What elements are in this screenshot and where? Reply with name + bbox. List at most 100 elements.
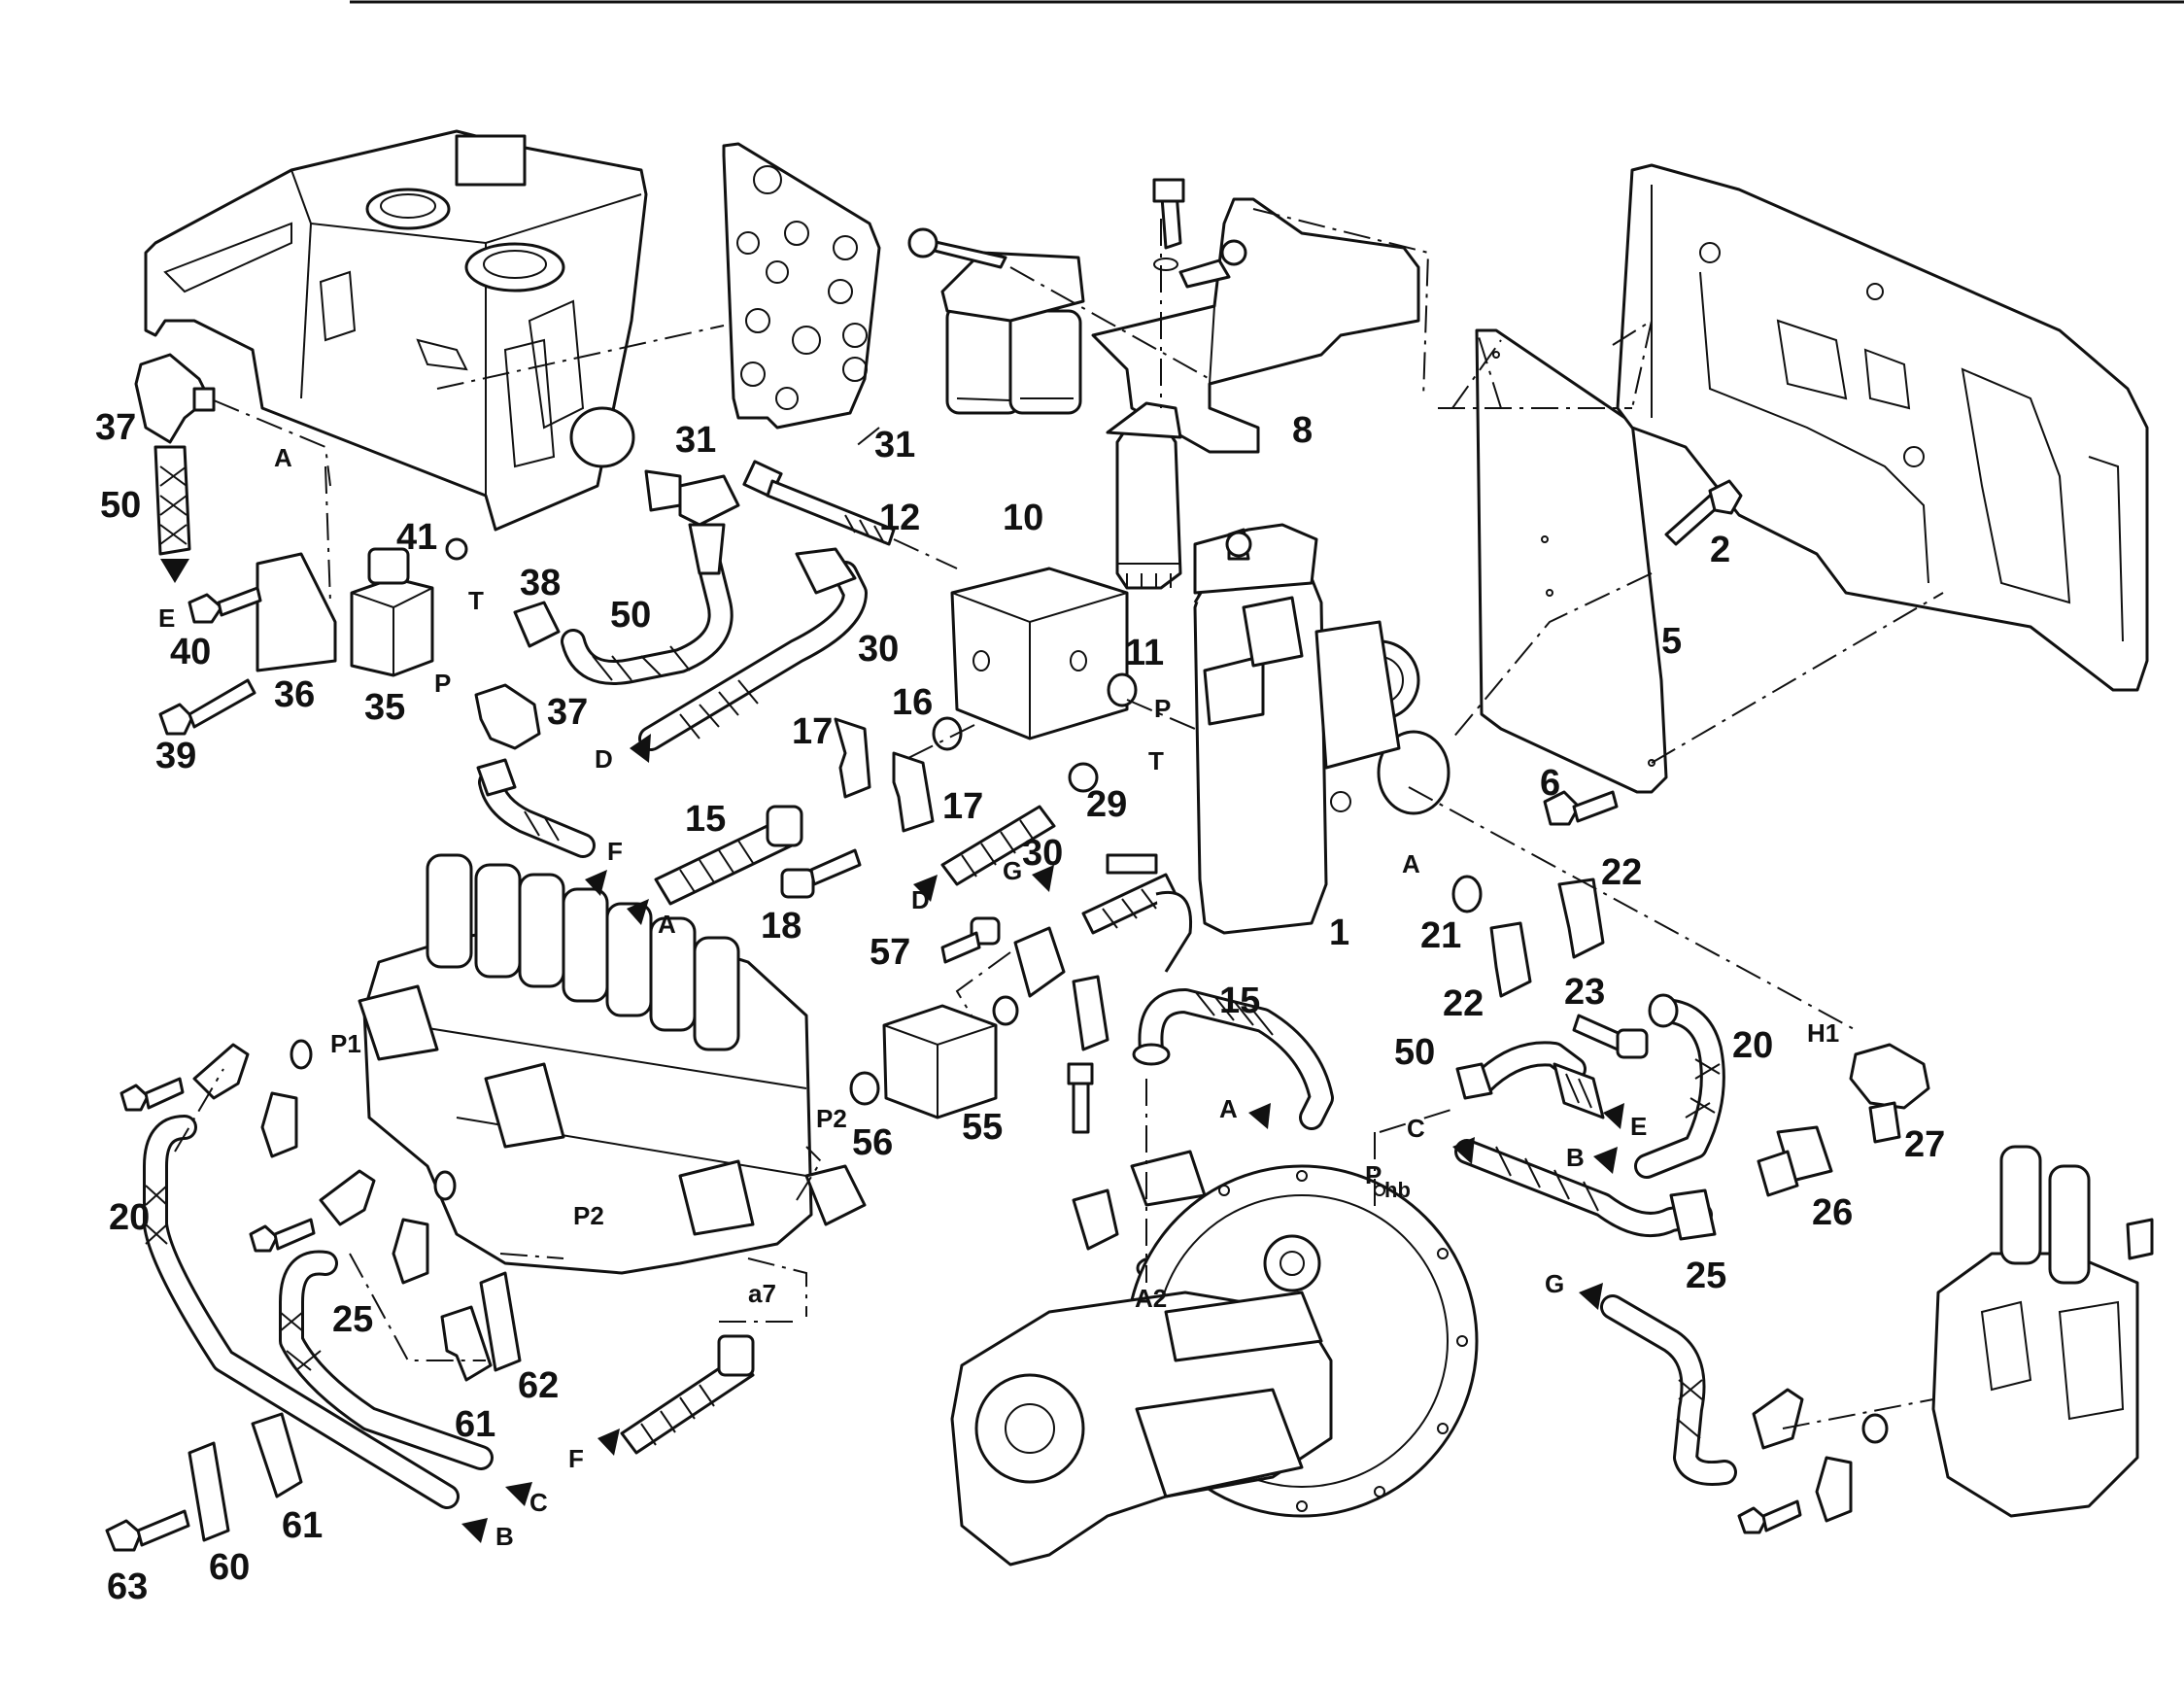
port-b-right: B — [1566, 1143, 1585, 1172]
bolt-57 — [940, 916, 1001, 964]
port-letters: A E T P D F A P T D G A H1 E B C A P hb … — [158, 443, 1839, 1551]
callout-12: 12 — [879, 498, 920, 538]
hose-30a — [638, 547, 868, 751]
arrow-e2 — [1603, 1103, 1624, 1129]
port-a7: a7 — [748, 1279, 776, 1308]
callout-38: 38 — [520, 563, 561, 603]
control-valve-block — [1193, 523, 1450, 935]
arrow-a4 — [1248, 1103, 1271, 1129]
clamp-group-a2 — [1067, 1062, 1207, 1280]
callout-26: 26 — [1812, 1192, 1853, 1233]
clamp-group-center — [992, 853, 1193, 1051]
callout-22-top: 22 — [1601, 852, 1642, 893]
bolt-63 — [105, 1509, 190, 1552]
callout-63: 63 — [107, 1566, 148, 1607]
filter-cartridge — [1106, 401, 1182, 590]
washer-21 — [1451, 875, 1483, 913]
bolt-39 — [158, 678, 256, 736]
bolt-18 — [780, 848, 862, 899]
port-p2-right: P2 — [816, 1104, 847, 1133]
port-g-right: G — [1545, 1269, 1564, 1298]
port-a2: A2 — [1135, 1284, 1167, 1313]
elbow-fitting-37b — [474, 683, 541, 750]
hose-f-upper — [476, 758, 596, 858]
arrow-a1 — [627, 899, 649, 925]
hose-f-lower — [620, 1334, 755, 1455]
callout-25-left: 25 — [332, 1299, 373, 1340]
callout-25-right: 25 — [1686, 1256, 1726, 1296]
clamp-61a — [440, 1305, 493, 1382]
port-a-top: A — [274, 443, 292, 472]
arrow-c2 — [505, 1482, 532, 1506]
callout-5: 5 — [1661, 621, 1682, 662]
port-e-top: E — [158, 603, 175, 633]
leader-lines — [174, 208, 1944, 1429]
flange-clamp-p1 — [119, 1039, 313, 1158]
clamp-22a — [1557, 878, 1605, 959]
callout-18: 18 — [761, 906, 802, 947]
callout-60: 60 — [209, 1547, 250, 1588]
callout-27: 27 — [1904, 1124, 1945, 1165]
port-t-left: T — [468, 586, 484, 615]
port-h1: H1 — [1807, 1018, 1839, 1048]
port-c-bottom: C — [529, 1488, 548, 1517]
bolt-6 — [1543, 790, 1619, 826]
port-b-bottom: B — [495, 1522, 514, 1551]
clamp-62 — [479, 1271, 522, 1372]
callout-61-right: 61 — [455, 1404, 495, 1445]
callout-6: 6 — [1540, 763, 1560, 804]
callout-21: 21 — [1420, 915, 1461, 956]
callout-39: 39 — [155, 736, 196, 776]
callout-10: 10 — [1003, 498, 1043, 538]
callout-30-bottom: 30 — [1022, 833, 1063, 874]
port-f-top: F — [607, 837, 623, 866]
callout-17-bottom: 17 — [942, 786, 983, 827]
clamp-group-right — [1737, 1388, 1889, 1534]
callout-56: 56 — [852, 1122, 893, 1163]
bolt-2 — [1664, 479, 1743, 546]
cover-plate — [1475, 328, 1668, 794]
hose-50a — [154, 445, 191, 556]
hose-20a — [1634, 993, 1725, 1179]
callout-11: 11 — [1125, 633, 1164, 673]
callout-1: 1 — [1329, 912, 1349, 953]
port-a-valve: A — [1402, 849, 1420, 878]
callout-17-top: 17 — [792, 711, 833, 752]
hose-15b — [1132, 988, 1334, 1130]
callout-62: 62 — [518, 1365, 559, 1406]
callout-55: 55 — [962, 1107, 1003, 1148]
callout-15-center: 15 — [1219, 981, 1260, 1021]
hose-g-right — [1600, 1294, 1737, 1486]
callout-41: 41 — [396, 517, 437, 558]
arrow-d1 — [630, 734, 651, 763]
callout-50-top: 50 — [100, 485, 141, 526]
arrow-g1 — [1032, 865, 1054, 892]
callout-31-left: 31 — [675, 420, 716, 461]
hose-25a — [1454, 1139, 1717, 1241]
washer-11 — [1107, 672, 1138, 707]
arrow-f1 — [585, 870, 607, 896]
callout-37-center: 37 — [547, 692, 588, 733]
callout-61-left: 61 — [282, 1505, 323, 1546]
port-a-valve-bank: A — [658, 910, 676, 939]
port-p2-bottom: P2 — [573, 1201, 604, 1230]
port-g-center: G — [1003, 856, 1022, 885]
block-55 — [882, 1004, 998, 1119]
arrow-g2 — [1579, 1283, 1603, 1310]
callout-31-right: 31 — [874, 425, 915, 465]
callout-20-left: 20 — [109, 1197, 150, 1238]
arrow-b2 — [461, 1518, 488, 1543]
hydraulic-tank-frame — [144, 129, 648, 532]
clamp-17a — [834, 717, 871, 799]
washer-56 — [849, 1071, 880, 1106]
manifold-block — [256, 537, 468, 677]
chassis-housing — [1616, 163, 2149, 692]
callout-16: 16 — [892, 682, 933, 723]
callout-2: 2 — [1710, 530, 1730, 570]
flow-arrows — [160, 559, 1624, 1543]
arrow-d2 — [913, 875, 938, 902]
clamp-22b — [1489, 921, 1532, 998]
callout-22-bottom: 22 — [1443, 983, 1484, 1024]
arrow-e1 — [160, 559, 189, 583]
